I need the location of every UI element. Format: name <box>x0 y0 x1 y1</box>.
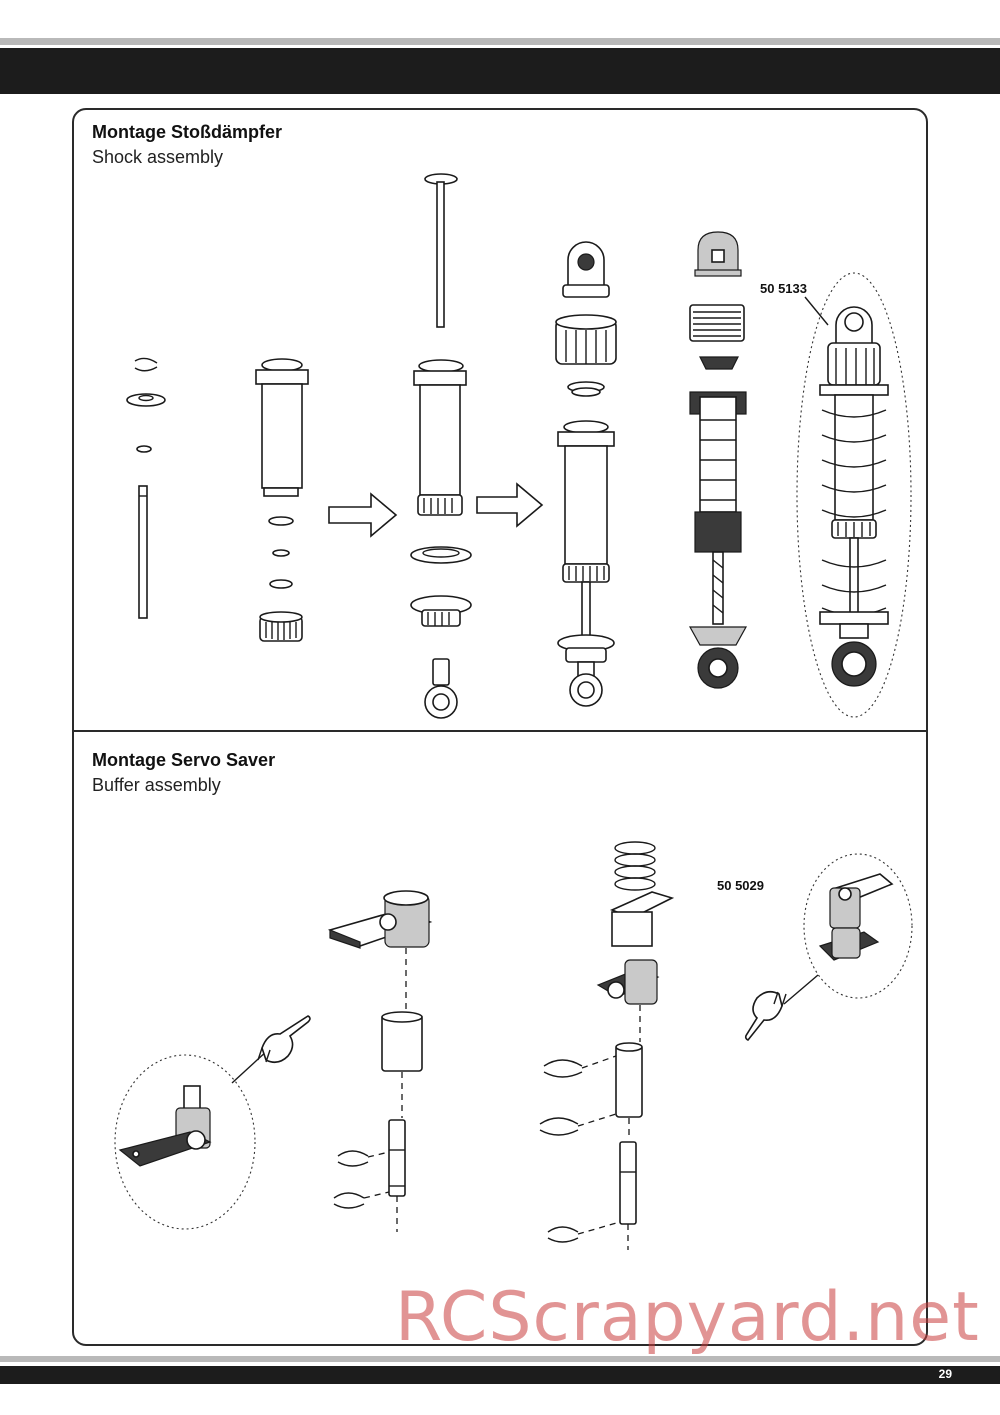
section-divider <box>72 730 928 732</box>
buffer-part-number: 50 5029 <box>717 878 764 893</box>
content-frame <box>72 108 928 1346</box>
shock-assembled-detail <box>796 272 912 718</box>
arrow-right-icon <box>328 492 398 538</box>
shock-cutaway-view <box>688 231 748 689</box>
shock-part-number: 50 5133 <box>760 281 807 296</box>
shock-body-assembled-stage1 <box>410 173 472 719</box>
watermark: RCScrapyard.net <box>395 1278 980 1357</box>
buffer-exploded-left <box>327 890 433 1232</box>
buffer-detail-left <box>114 1049 269 1230</box>
shock-small-parts <box>126 357 166 619</box>
footer-bar <box>0 1366 1000 1384</box>
top-rule <box>0 38 1000 45</box>
bottom-rule <box>0 1356 1000 1362</box>
buffer-exploded-right <box>539 841 675 1250</box>
shock-title-en: Shock assembly <box>92 147 224 167</box>
pointing-hand-icon <box>257 1015 311 1064</box>
buffer-title-de: Montage Servo Saver <box>92 750 276 770</box>
buffer-title-en: Buffer assembly <box>92 775 221 795</box>
arrow-right-icon <box>476 482 544 528</box>
pointing-hand-icon <box>744 990 787 1042</box>
header-bar <box>0 48 1000 94</box>
page-number: 29 <box>938 1367 952 1381</box>
shock-title-de: Montage Stoßdämpfer <box>92 122 283 142</box>
shock-body-assembled-stage2 <box>555 241 617 707</box>
shock-body-exploded <box>255 358 309 642</box>
buffer-detail-right <box>783 853 913 1005</box>
